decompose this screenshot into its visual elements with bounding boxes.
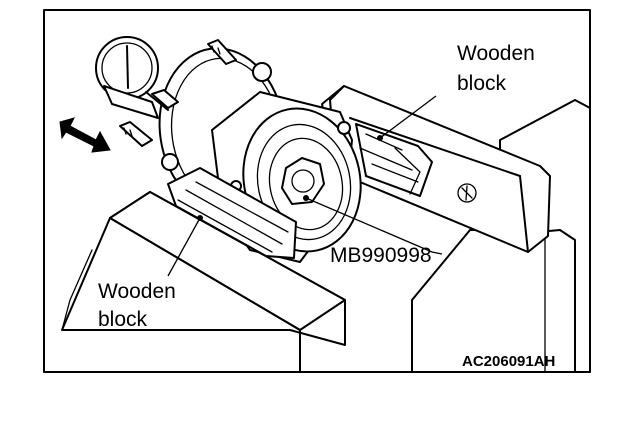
- figure-code: AC206091AH: [462, 353, 555, 370]
- vise-jaw-left: [61, 191, 346, 373]
- label-wooden-block-bottom-line1: Wooden: [98, 280, 176, 303]
- leader-dot-block-top: [377, 135, 383, 141]
- movement-arrow: [59, 117, 111, 153]
- label-wooden-block-top-line1: Wooden: [457, 42, 535, 65]
- dial-gauge: [95, 36, 169, 119]
- label-tool-number: MB990998: [330, 244, 432, 267]
- label-wooden-block-bottom-line2: block: [98, 308, 148, 331]
- label-wooden-block-top-line2: block: [457, 72, 507, 95]
- wooden-block-right: [321, 85, 551, 253]
- leader-line-tool: [305, 197, 443, 255]
- leader-dot-tool: [303, 195, 309, 201]
- leader-line-block-top: [379, 95, 437, 139]
- bearing-housing: [167, 91, 362, 263]
- leader-dot-block-bottom: [197, 215, 203, 221]
- leader-line-block-bottom: [167, 217, 201, 277]
